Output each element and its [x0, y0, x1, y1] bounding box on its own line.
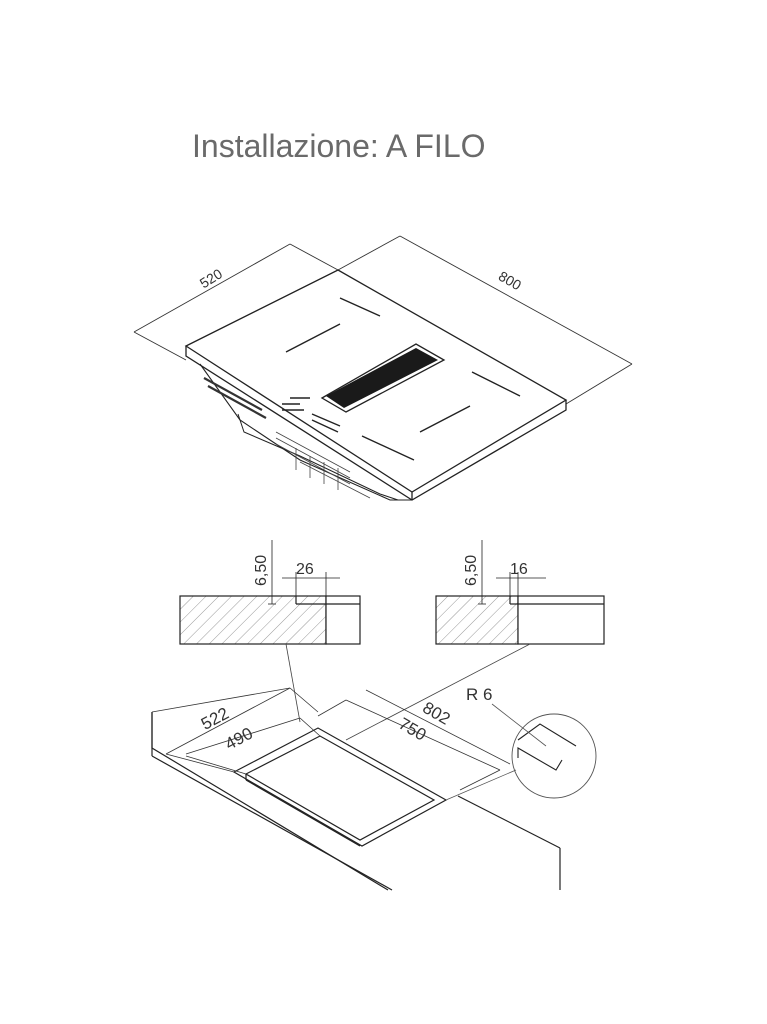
hob-width-label: 800: [496, 268, 524, 294]
flex-zone: [320, 343, 446, 413]
outer-depth-label: 522: [198, 704, 232, 734]
fan-grill: [275, 431, 371, 499]
right-recess-depth: 6,50: [463, 555, 480, 586]
leader-lines: [285, 643, 531, 741]
side-vents: [203, 377, 267, 419]
right-ledge-width: 16: [510, 561, 528, 578]
section-right: 6,50 16: [435, 540, 605, 645]
left-ledge-width: 26: [296, 561, 314, 578]
hob-depth-label: 520: [197, 265, 225, 291]
control-panel: [282, 397, 341, 433]
section-left: 6,50 26: [179, 540, 361, 645]
inner-width-label: 750: [395, 714, 429, 745]
cooking-zones: [285, 297, 521, 461]
corner-detail-circle: [511, 713, 597, 799]
outer-width-label: 802: [419, 698, 453, 729]
inner-depth-label: 490: [222, 724, 256, 754]
page-title: Installazione: A FILO: [192, 128, 486, 164]
hob-drawing: 520 800: [133, 235, 633, 501]
dimension-lines: [133, 235, 633, 405]
worktop-cutout-drawing: 522 490 802 750 R 6: [151, 685, 597, 891]
corner-radius-label: R 6: [466, 685, 492, 704]
left-recess-depth: 6,50: [253, 555, 270, 586]
cutout-inner: [244, 735, 436, 841]
